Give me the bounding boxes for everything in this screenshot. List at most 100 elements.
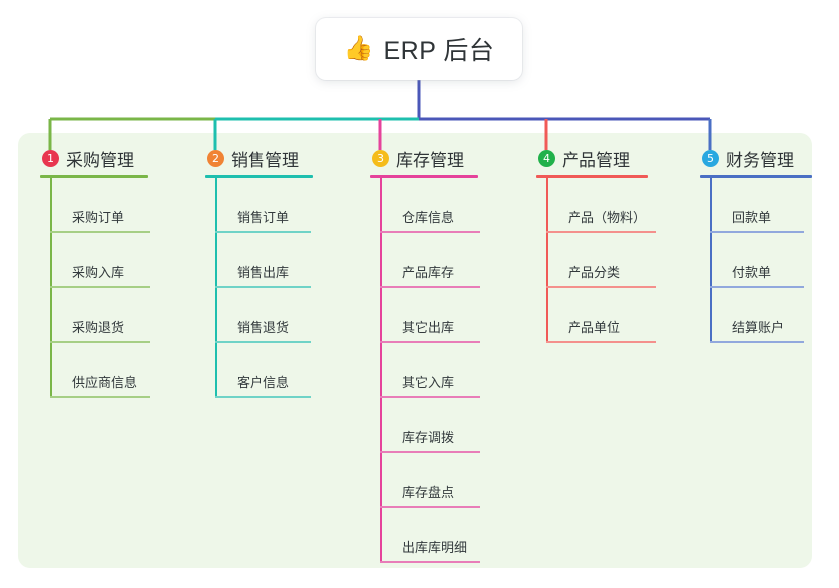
branch-column-1: 1 采购管理采购订单采购入库采购退货供应商信息 <box>40 146 150 398</box>
leaf-item[interactable]: 供应商信息 <box>50 343 150 398</box>
branch-trunk-3 <box>380 178 382 563</box>
branch-trunk-4 <box>546 178 548 343</box>
leaf-item-underline <box>50 286 150 288</box>
leaf-item-label: 产品分类 <box>568 265 621 280</box>
branch-column-2: 2 销售管理销售订单销售出库销售退货客户信息 <box>205 146 313 398</box>
branch-header-4[interactable]: 4 产品管理 <box>536 146 648 170</box>
leaf-item[interactable]: 其它入库 <box>380 343 480 398</box>
leaf-item-underline <box>546 341 656 343</box>
leaf-item[interactable]: 采购入库 <box>50 233 150 288</box>
leaf-item-label: 产品库存 <box>402 265 455 280</box>
leaf-item-underline <box>710 286 804 288</box>
branch-badge-1: 1 <box>42 149 59 167</box>
leaf-item-underline <box>380 341 480 343</box>
branch-underline-3 <box>370 175 478 178</box>
branch-column-5: 5 财务管理回款单付款单结算账户 <box>700 146 812 343</box>
branch-trunk-1 <box>50 178 52 398</box>
leaf-item-label: 采购退货 <box>72 320 125 335</box>
leaf-item[interactable]: 出库库明细 <box>380 508 480 563</box>
leaf-item-underline <box>380 286 480 288</box>
leaf-item-underline <box>546 231 656 233</box>
branch-items-5: 回款单付款单结算账户 <box>700 178 812 343</box>
branch-badge-2: 2 <box>207 149 224 167</box>
leaf-item-underline <box>50 341 150 343</box>
leaf-item[interactable]: 销售出库 <box>215 233 313 288</box>
branches-background-panel <box>18 133 812 568</box>
branch-column-4: 4 产品管理产品（物料） 产品分类产品单位 <box>536 146 656 343</box>
leaf-item[interactable]: 库存盘点 <box>380 453 480 508</box>
branch-trunk-2 <box>215 178 217 398</box>
branch-header-1[interactable]: 1 采购管理 <box>40 146 148 170</box>
branch-title-2: 销售管理 <box>231 150 299 170</box>
leaf-item-underline <box>50 231 150 233</box>
leaf-item-label: 采购订单 <box>72 210 125 225</box>
leaf-item-underline <box>380 396 480 398</box>
branch-title-1: 采购管理 <box>66 150 134 170</box>
branch-title-5: 财务管理 <box>726 150 794 170</box>
branch-underline-4 <box>536 175 648 178</box>
leaf-item[interactable]: 产品库存 <box>380 233 480 288</box>
root-title: ERP 后台 <box>383 37 495 65</box>
leaf-item-underline <box>50 396 150 398</box>
branch-badge-4: 4 <box>538 149 555 167</box>
branch-header-5[interactable]: 5 财务管理 <box>700 146 812 170</box>
branch-header-3[interactable]: 3 库存管理 <box>370 146 478 170</box>
leaf-item-label: 采购入库 <box>72 265 125 280</box>
leaf-item[interactable]: 销售订单 <box>215 178 313 233</box>
branch-items-4: 产品（物料） 产品分类产品单位 <box>536 178 656 343</box>
leaf-item[interactable]: 采购退货 <box>50 288 150 343</box>
leaf-item-label: 回款单 <box>732 210 772 225</box>
branch-badge-5: 5 <box>702 149 719 167</box>
leaf-item[interactable]: 产品单位 <box>546 288 656 343</box>
leaf-item-label: 客户信息 <box>237 375 290 390</box>
leaf-item[interactable]: 回款单 <box>710 178 812 233</box>
leaf-item[interactable]: 采购订单 <box>50 178 150 233</box>
leaf-item-underline <box>215 231 311 233</box>
leaf-item[interactable]: 客户信息 <box>215 343 313 398</box>
leaf-item-underline <box>710 341 804 343</box>
leaf-item[interactable]: 其它出库 <box>380 288 480 343</box>
branch-underline-1 <box>40 175 148 178</box>
branch-items-1: 采购订单采购入库采购退货供应商信息 <box>40 178 150 398</box>
branch-header-2[interactable]: 2 销售管理 <box>205 146 313 170</box>
branch-underline-5 <box>700 175 812 178</box>
leaf-item-label: 库存盘点 <box>402 485 455 500</box>
leaf-item-label: 产品单位 <box>568 320 621 335</box>
branch-underline-2 <box>205 175 313 178</box>
thumbs-up-icon: 👍 <box>343 35 374 62</box>
leaf-item-label: 出库库明细 <box>402 540 468 555</box>
branch-title-3: 库存管理 <box>396 150 464 170</box>
branch-items-3: 仓库信息产品库存其它出库其它入库库存调拨库存盘点出库库明细 <box>370 178 480 563</box>
leaf-item[interactable]: 产品分类 <box>546 233 656 288</box>
leaf-item-label: 付款单 <box>732 265 772 280</box>
leaf-item[interactable]: 库存调拨 <box>380 398 480 453</box>
leaf-item-label: 销售订单 <box>237 210 290 225</box>
branch-title-4: 产品管理 <box>562 150 630 170</box>
branch-items-2: 销售订单销售出库销售退货客户信息 <box>205 178 313 398</box>
root-node[interactable]: 👍 ERP 后台 <box>316 18 522 80</box>
leaf-item[interactable]: 付款单 <box>710 233 812 288</box>
leaf-item-underline <box>215 396 311 398</box>
leaf-item-underline <box>710 231 804 233</box>
leaf-item[interactable]: 结算账户 <box>710 288 812 343</box>
leaf-item-underline <box>546 286 656 288</box>
leaf-item-underline <box>215 286 311 288</box>
leaf-item-label: 产品（物料） <box>568 210 647 225</box>
leaf-item[interactable]: 销售退货 <box>215 288 313 343</box>
leaf-item-label: 供应商信息 <box>72 375 138 390</box>
leaf-item[interactable]: 产品（物料） <box>546 178 656 233</box>
branch-trunk-5 <box>710 178 712 343</box>
leaf-item-underline <box>380 561 480 563</box>
leaf-item-label: 销售退货 <box>237 320 290 335</box>
leaf-item-label: 库存调拨 <box>402 430 455 445</box>
branch-badge-3: 3 <box>372 149 389 167</box>
leaf-item-label: 仓库信息 <box>402 210 455 225</box>
leaf-item-underline <box>380 231 480 233</box>
leaf-item-label: 结算账户 <box>732 320 785 335</box>
leaf-item-underline <box>380 451 480 453</box>
leaf-item-underline <box>215 341 311 343</box>
branch-column-3: 3 库存管理仓库信息产品库存其它出库其它入库库存调拨库存盘点出库库明细 <box>370 146 480 563</box>
leaf-item[interactable]: 仓库信息 <box>380 178 480 233</box>
leaf-item-underline <box>380 506 480 508</box>
